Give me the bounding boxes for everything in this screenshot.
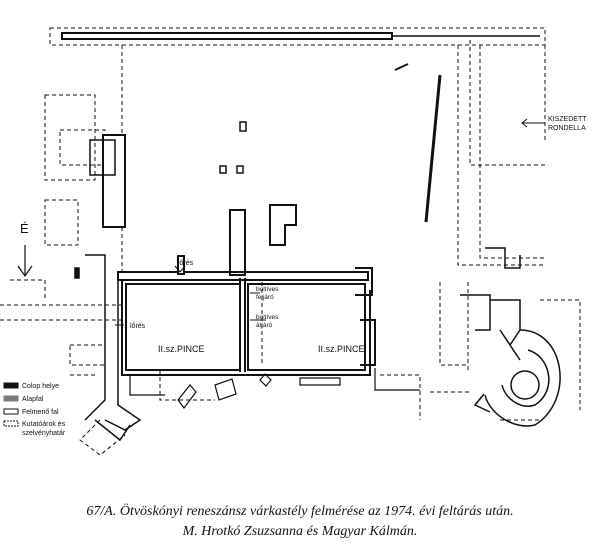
north-arrow-icon [17,245,33,278]
legend-swatch-colop [3,382,19,389]
boltives-feljaro-label-2: feljáró [256,294,274,301]
boltives-atjaro-label-1: boltíves [256,314,279,321]
lores-left-label: lőrés [130,323,146,330]
pointer-arrow-icon [521,118,545,128]
caption-title: 67/A. Ötvöskónyi reneszánsz várkastély f… [86,504,514,519]
north-label: É [20,221,29,236]
legend-swatch-kutatoarok [3,420,19,427]
legend-label-kutatoarok: Kutatóárok és [22,421,66,428]
piers [219,63,409,174]
survey-trenches [0,27,581,456]
lores-top-arrow-icon [174,265,186,273]
south-structures [129,368,420,409]
pince-right-label: II.sz.PINCE [318,344,365,354]
legend-swatch-felmeno [3,408,19,415]
lores-top-label: lőrés [178,260,194,267]
pince-left-label: II.sz.PINCE [158,344,205,354]
rondella-label: RONDELLA [548,125,586,132]
caption-authors: M. Hrotkó Zsuzsanna és Magyar Kálmán. [182,524,418,539]
legend-label-szelvenyhatar: szelvényhatár [22,430,66,437]
west-wing [74,139,142,442]
boltives-feljaro-label-1: boltíves [256,286,279,293]
legend-label-colop: Colop helye [22,383,59,390]
boltives-atjaro-label-2: átjáró [256,322,273,329]
walls [61,32,540,376]
legend-label-alapfal: Alapfal [22,396,44,403]
kiszedett-label: KISZEDETT [548,116,587,123]
site-plan: É KISZEDETT RONDELLA lőrés lőrés boltíve… [0,27,587,456]
east-structures [460,247,561,427]
legend-swatch-alapfal [3,395,19,402]
legend-swatches [3,382,19,427]
diagonal-wall [424,74,442,223]
legend-label-felmeno: Felmenő fal [22,409,59,416]
